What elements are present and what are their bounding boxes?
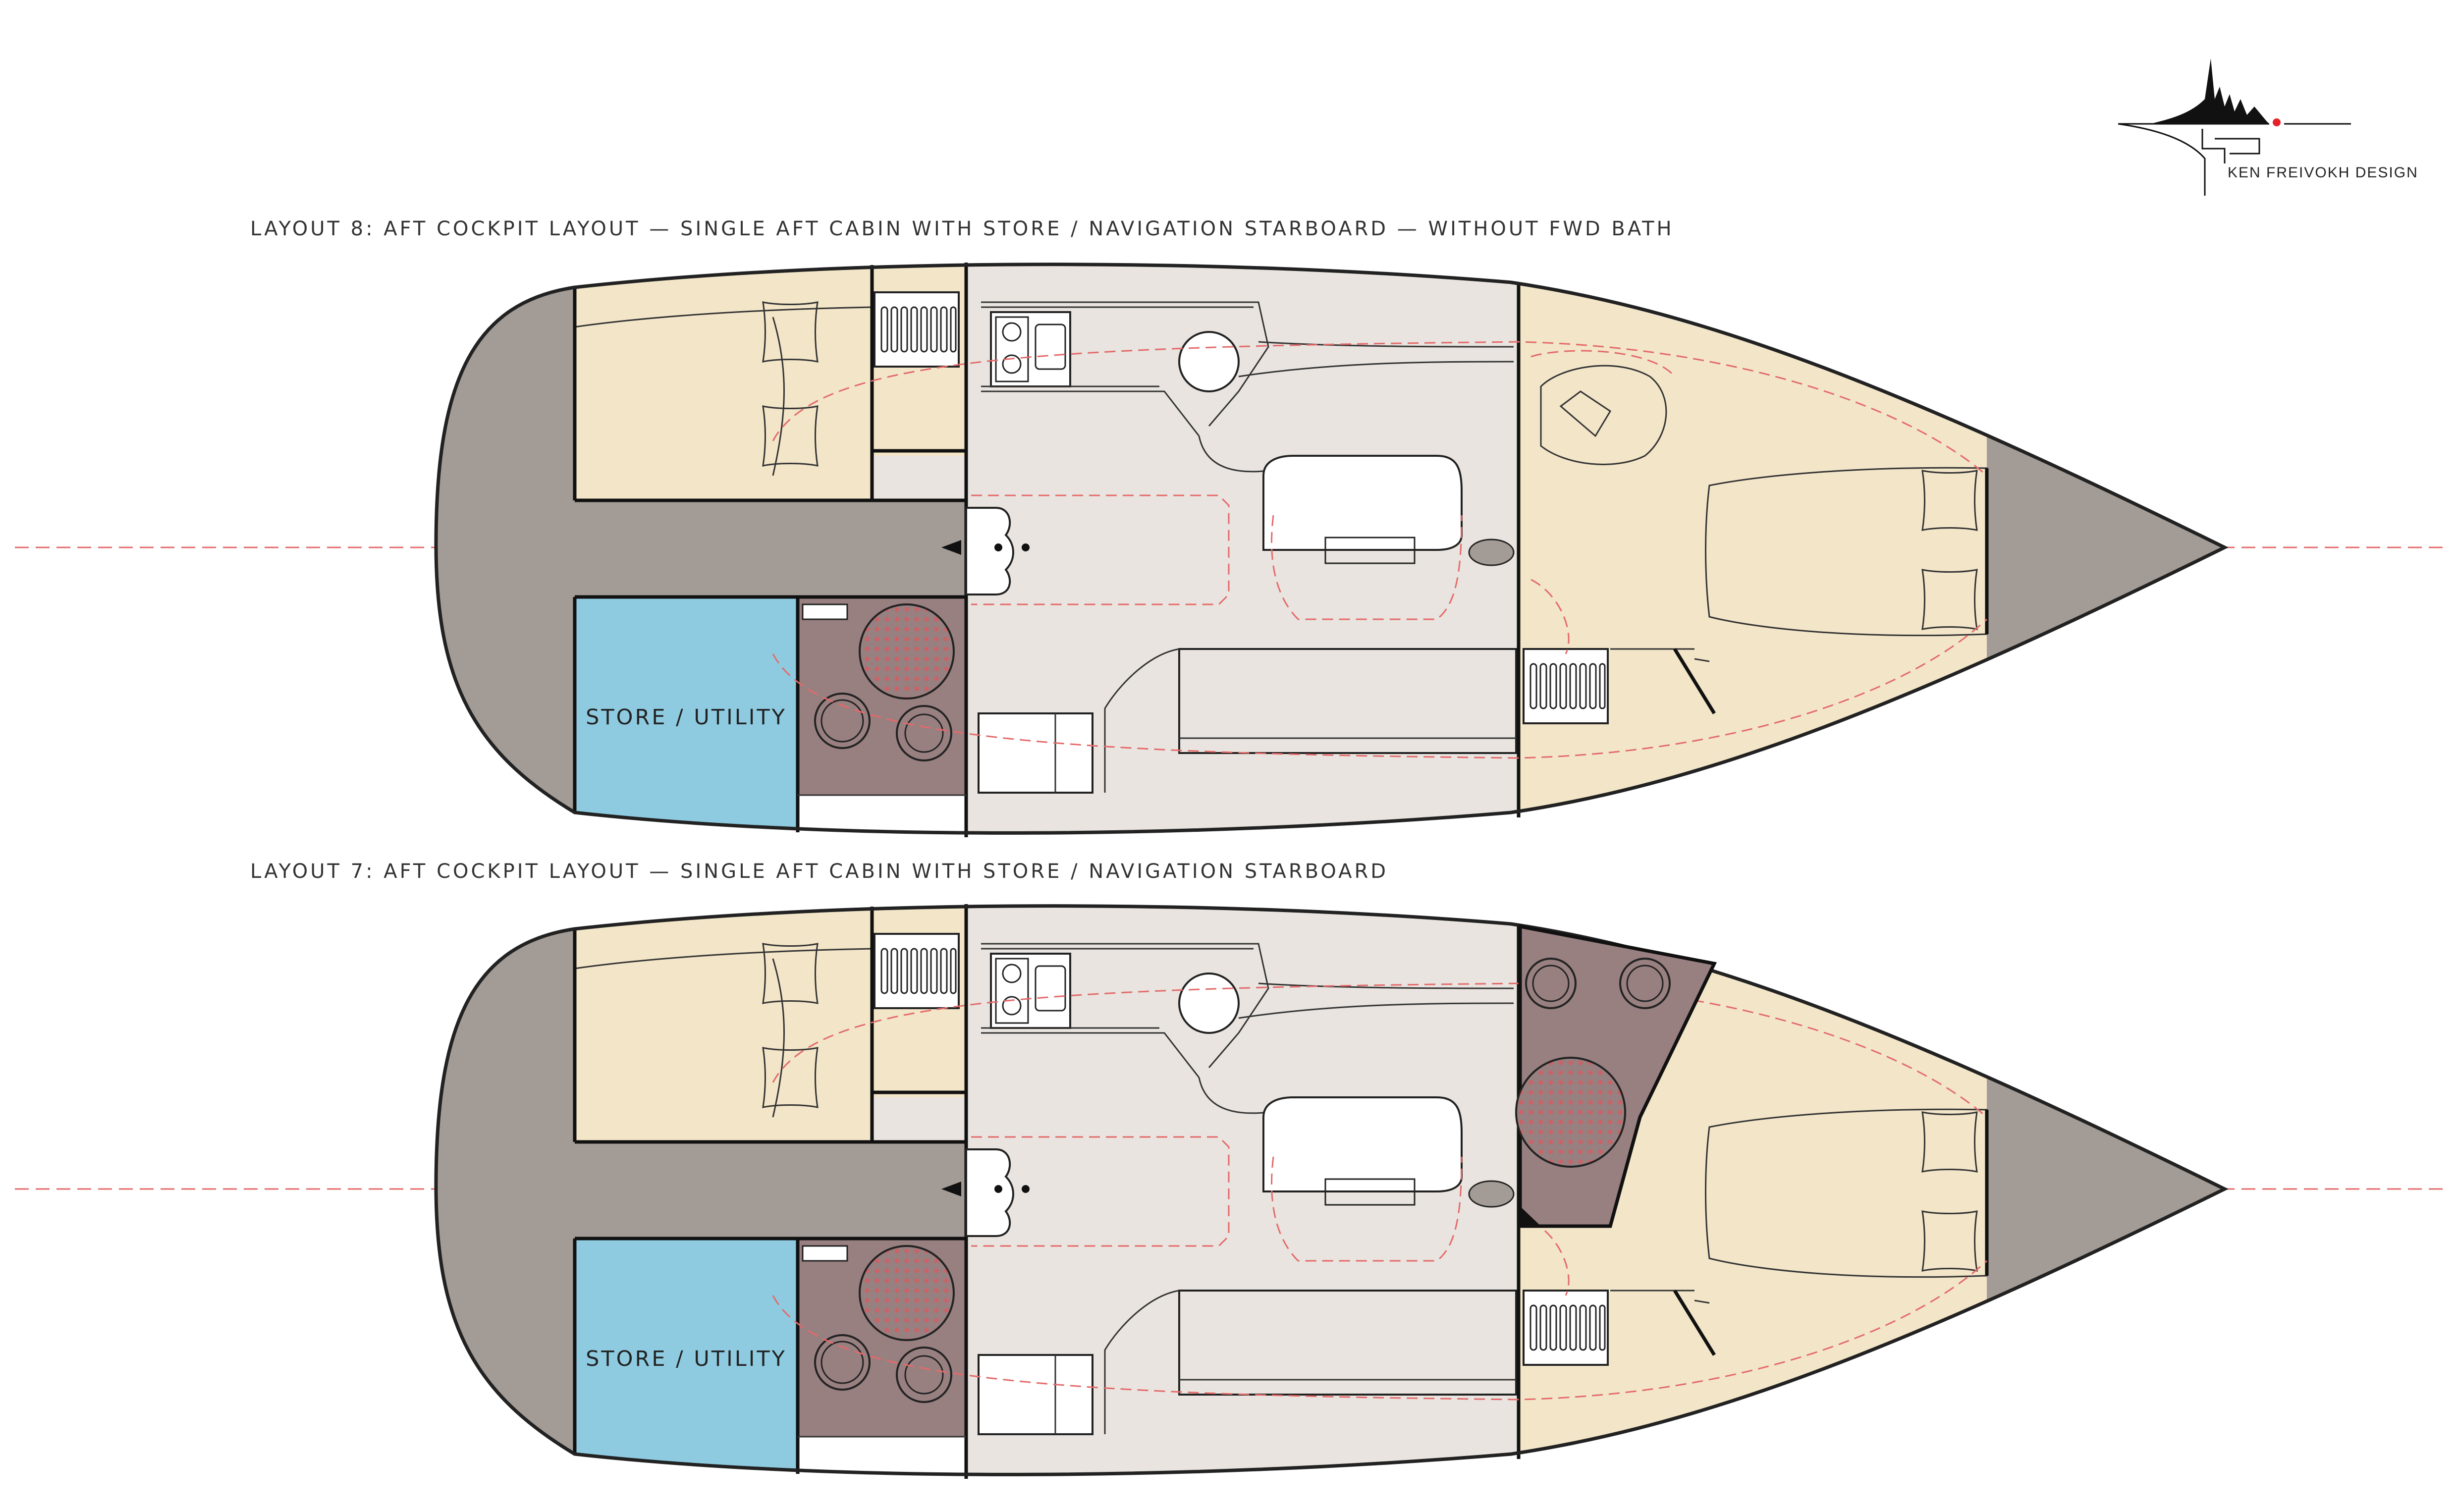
store-utility-label: STORE / UTILITY: [586, 705, 787, 730]
ken-freivokh-logo-icon: KEN FREIVOKH DESIGN: [2118, 58, 2418, 196]
layout-8-title: LAYOUT 8: AFT COCKPIT LAYOUT — SINGLE AF…: [250, 217, 1674, 240]
brand-name: KEN FREIVOKH DESIGN: [2228, 164, 2418, 181]
layout-7-title: LAYOUT 7: AFT COCKPIT LAYOUT — SINGLE AF…: [250, 860, 1388, 883]
store-utility-label: STORE / UTILITY: [586, 1347, 787, 1371]
layout-7-plan: STORE / UTILITY: [436, 889, 2244, 1484]
layout-8-plan: STORE / UTILITY: [436, 248, 2244, 842]
